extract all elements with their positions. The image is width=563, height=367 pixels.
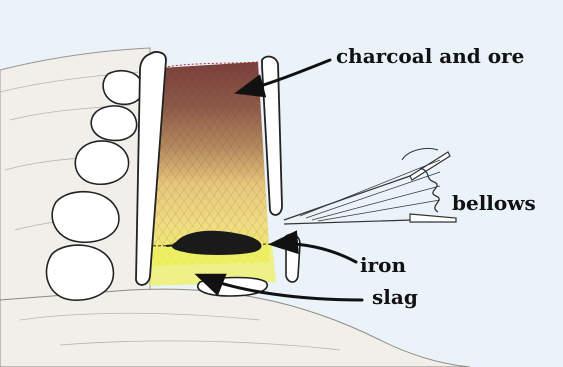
- label-slag: slag: [372, 285, 418, 309]
- iron-streak: [166, 245, 220, 246]
- tuyere-stone: [286, 234, 300, 282]
- label-charcoal-and-ore: charcoal and ore: [336, 44, 524, 68]
- label-iron: iron: [360, 253, 406, 277]
- label-bellows: bellows: [452, 191, 536, 215]
